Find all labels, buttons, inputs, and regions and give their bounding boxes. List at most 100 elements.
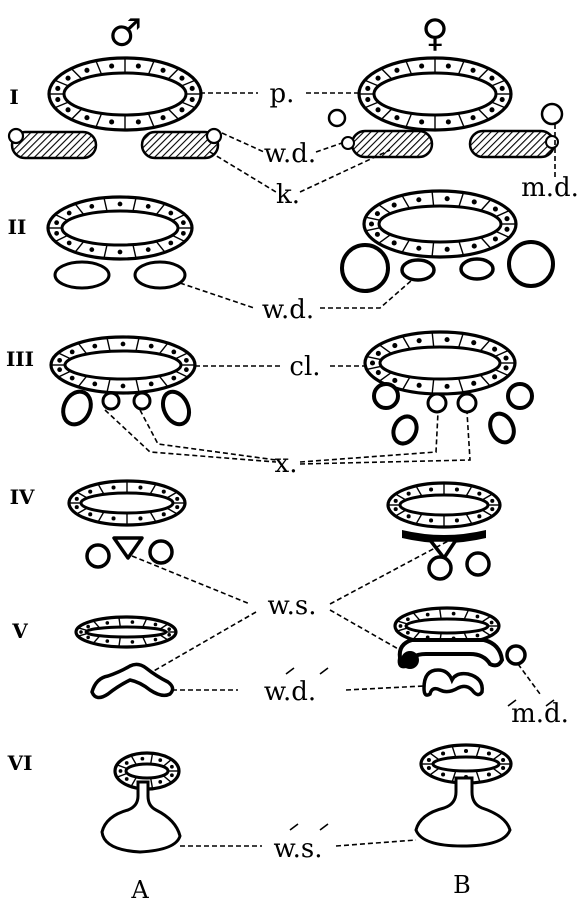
stage-6-female-ring-nucleus [501,758,505,762]
stage-5-male-ring-nucleus [86,636,90,640]
stage-1-female-epithelial-ring-nucleus [365,97,370,102]
stage-4-male-ring-nucleus [112,486,116,490]
stage-5-female-ring-nucleus [399,624,403,628]
stage-3-female-cloaca-ring-nucleus [471,340,476,345]
stage-1-male-epithelial-ring-lumen [64,73,186,115]
stage-6-female-ring-lumen [433,757,499,771]
stage-5-female-fused-duct [424,670,482,695]
stage-3-female-right-duct [508,384,532,408]
stage-1-female-epithelial-ring-nucleus [471,68,476,73]
stage-5-female-ring-nucleus [406,617,410,621]
stage-2-female-epithelial-ring-nucleus [445,247,450,252]
stage-5-female-ring-nucleus [490,628,494,632]
label-wd-prime: w.d. [264,677,316,707]
stage-5-female-ring-nucleus [452,612,456,616]
stage-3-male-cloaca-ring-nucleus [57,358,62,363]
label-wd-stage1: w.d. [264,139,316,169]
stage-3-male-cloaca-ring-nucleus [149,344,154,349]
stage-1-female-epithelial-ring-nucleus [394,68,399,73]
stage-4-female-ring-nucleus [477,492,481,496]
stage-1-female-epithelial-ring-nucleus [419,63,424,68]
stage-2-female-epithelial-ring-nucleus [504,216,509,221]
stage-6-male-ring-nucleus [119,769,123,773]
column-a-label: A [130,876,149,904]
stage-3-male-cloaca-ring-nucleus [92,344,97,349]
stage-1-female-epithelial-ring-nucleus [365,86,370,91]
stage-4-female-ring-nucleus [455,518,459,522]
stage-4-male-ring-nucleus [162,512,166,516]
stage-1-female-epithelial-ring-nucleus [375,76,380,81]
stage-3-female-cloaca-ring-nucleus [503,356,508,361]
stage-5-female-ring-nucleus [490,621,494,625]
stage-3-male-cloaca-ring-nucleus [121,342,126,347]
stage-2-male-epithelial-ring-nucleus [67,241,72,246]
stage-5-female-left-bulb [401,651,419,669]
stage-1-female-left-mullerian-duct [329,110,345,126]
stage-4-female-ring-nucleus [429,488,433,492]
stage-3-male-cloaca-ring-nucleus [184,367,189,372]
stage-3-female-cloaca-ring-nucleus [503,365,508,370]
label-x: x. [275,449,298,479]
stage-6-female-ring-nucleus [427,758,431,762]
stage-3-male-cloaca-ring-nucleus [121,384,126,389]
stage-6-female-ring-nucleus [487,751,491,755]
stage-4-female-right-duct [467,553,489,575]
stage-1-male-epithelial-ring-nucleus [55,86,60,91]
stage-2-female-epithelial-ring [364,191,516,257]
stage-6-male-urogenital-sinus [102,782,180,852]
stage-6-female-ring-nucleus [441,772,445,776]
ws-prime-accent-1 [290,824,298,830]
stage-4-female-ring-nucleus [490,499,494,503]
stage-1-male-epithelial-ring-nucleus [109,63,114,68]
stage-2-male-epithelial-ring-nucleus [146,247,151,252]
stage-2-female-epithelial-ring-nucleus [472,244,477,249]
stage-1-female-epithelial-ring [359,58,511,130]
stage-3-female-cloaca-ring-nucleus [445,337,450,342]
stage-3-male-right-ureter [134,393,150,409]
stage-1-male-right-wolffian-duct [207,129,221,143]
stage-4-male-ring-nucleus [138,516,142,520]
stage-2-female-epithelial-ring-nucleus [445,196,450,201]
stage-1-label: I [9,85,18,109]
stage-3-male-cloaca-ring-nucleus [57,367,62,372]
label-ws-prime: w.s. [273,834,322,864]
leader-x-1 [105,410,276,462]
stage-5-male-fused-duct [92,664,173,697]
stage-1-male-epithelial-ring [49,58,201,130]
stage-1-male-epithelial-ring-nucleus [55,97,60,102]
stage-3-female-right-ureter [458,394,476,412]
stage-5-male-ring-nucleus [167,627,171,631]
label-md-prime: m.d. [511,699,569,729]
stage-2-male-epithelial-ring-nucleus [118,202,123,207]
leader-wd2-left [180,283,254,308]
stage-6-female-ring-nucleus [501,766,505,770]
stage-4-female-ring-nucleus [407,514,411,518]
wd-prime-accent-2 [320,668,328,674]
column-b-label: B [453,871,471,899]
stage-2-male-epithelial-ring-nucleus [89,204,94,209]
stage-6-male-ring-nucleus [170,765,174,769]
stage-6-male-ring-lumen [126,764,168,778]
stage-4-female-ring-lumen [400,495,488,515]
stage-3-male-cloaca-ring-nucleus [70,350,75,355]
stage-5-male-ring-nucleus [106,639,110,643]
stage-3-male-cloaca-ring-nucleus [149,382,154,387]
stage-2-female-epithelial-ring-lumen [379,206,501,242]
stage-2-female-epithelial-ring-nucleus [472,199,477,204]
stage-4-male-ring-nucleus [75,497,79,501]
stage-3-female-left-duct [374,384,398,408]
stage-4-male-ring-nucleus [88,490,92,494]
stage-4-male-ring [69,481,185,525]
stage-1-female-right-mullerian-duct [542,104,562,124]
stage-3-female-cloaca-ring-nucleus [376,370,381,375]
stage-6-female-ring-nucleus [487,772,491,776]
leader-ws-prime-right [336,840,416,846]
stage-6-label: VI [7,751,33,775]
stage-4-male-ring-nucleus [75,505,79,509]
stage-3-male-cloaca-ring-nucleus [171,350,176,355]
stage-1-male-epithelial-ring-nucleus [161,115,166,120]
stage-5-female-ring-nucleus [406,631,410,635]
stage-1-female-left-wolffian-duct [342,137,354,149]
stage-5-female-ring-nucleus [476,615,480,619]
